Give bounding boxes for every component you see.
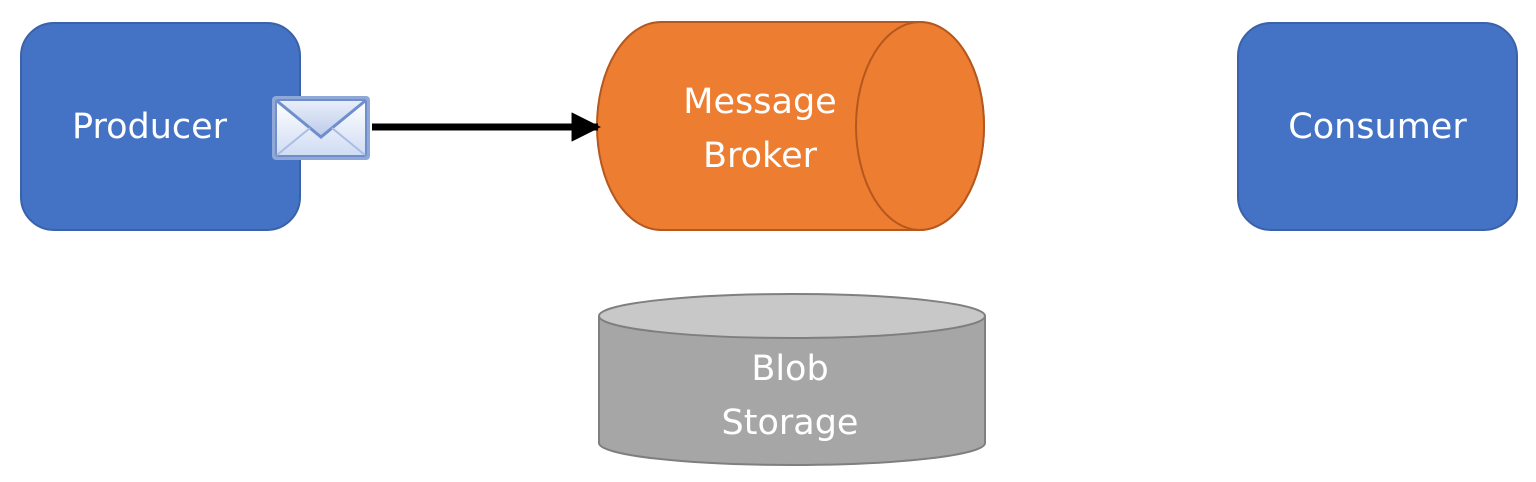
consumer-label: Consumer (1288, 106, 1467, 147)
blob-storage-cylinder (598, 293, 986, 466)
message-broker-label: Message Broker (640, 75, 880, 183)
producer-label: Producer (71, 106, 228, 147)
envelope-icon[interactable] (270, 93, 372, 163)
consumer-node[interactable]: Consumer (1237, 22, 1518, 231)
blob-storage-label-line-2: Storage (721, 403, 859, 443)
producer-node[interactable]: Producer (20, 22, 301, 231)
message-broker-cylinder (596, 21, 985, 231)
blob-storage-label-line-1: Blob (751, 349, 829, 389)
message-broker-label-line-2: Broker (703, 136, 817, 176)
message-broker-label-line-1: Message (683, 82, 837, 122)
blob-storage-label: Blob Storage (640, 342, 940, 450)
